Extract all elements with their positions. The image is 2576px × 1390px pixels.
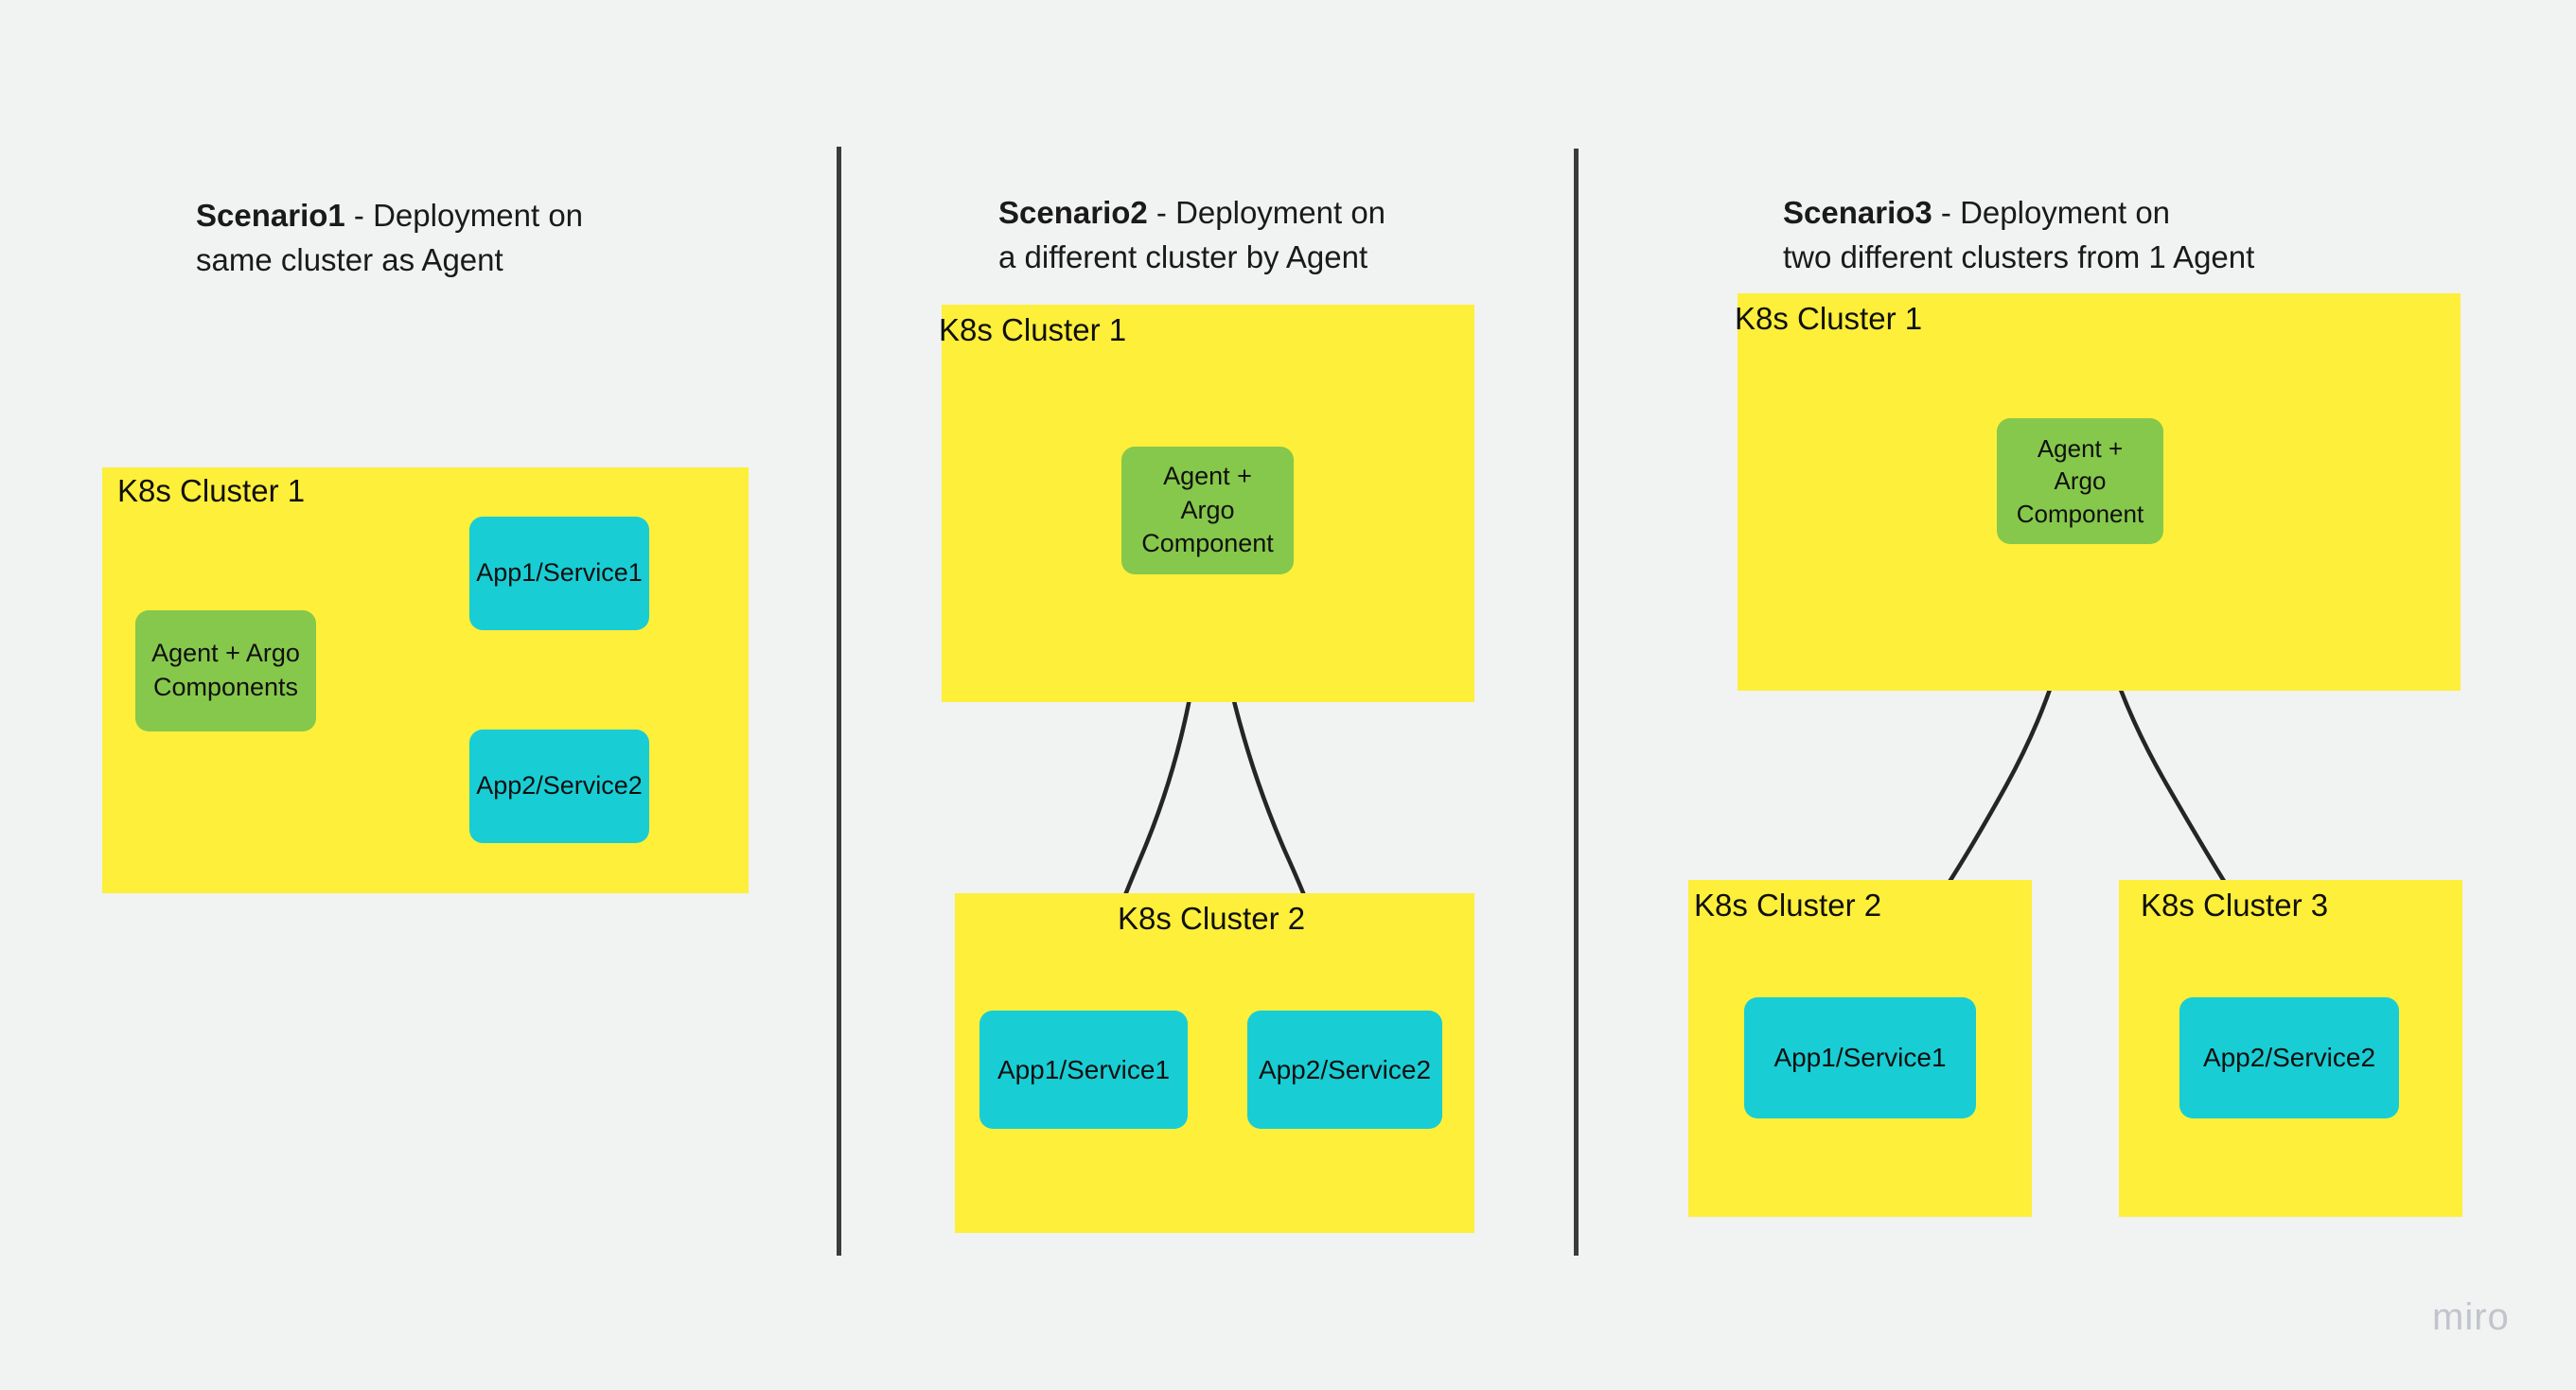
s2-agent-label: Agent + Argo Component bbox=[1141, 461, 1274, 558]
miro-watermark: miro bbox=[2432, 1296, 2510, 1338]
s1-app2-label: App2/Service2 bbox=[476, 771, 643, 801]
s1-app2-node[interactable]: App2/Service2 bbox=[469, 730, 649, 843]
s1-app1-node[interactable]: App1/Service1 bbox=[469, 517, 649, 630]
s3-agent-node[interactable]: Agent + Argo Component bbox=[1997, 418, 2163, 544]
scenario3-title: Scenario3 - Deployment on two different … bbox=[1783, 147, 2389, 280]
divider-scenario2-scenario3 bbox=[1574, 149, 1579, 1256]
s3-app1-label: App1/Service1 bbox=[1773, 1043, 1947, 1073]
scenario3-title-strong: Scenario3 bbox=[1783, 194, 1932, 230]
s2-agent-node[interactable]: Agent + Argo Component bbox=[1121, 447, 1294, 574]
scenario1-title: Scenario1 - Deployment on same cluster a… bbox=[196, 150, 726, 283]
s1-agent-node[interactable]: Agent + Argo Components bbox=[135, 610, 316, 731]
scenario2-title-strong: Scenario2 bbox=[998, 194, 1148, 230]
s3-app2-label: App2/Service2 bbox=[2202, 1043, 2376, 1073]
s3-app2-node[interactable]: App2/Service2 bbox=[2179, 997, 2399, 1118]
s3-app1-node[interactable]: App1/Service1 bbox=[1744, 997, 1976, 1118]
scenario1-title-rest: - Deployment on same cluster as Agent bbox=[196, 197, 584, 277]
s2-cluster2-label: K8s Cluster 2 bbox=[1118, 901, 1306, 936]
scenario1-title-strong: Scenario1 bbox=[196, 197, 345, 233]
s3-cluster3-label: K8s Cluster 3 bbox=[2141, 888, 2329, 923]
s2-app2-label: App2/Service2 bbox=[1258, 1054, 1432, 1084]
scenario2-title: Scenario2 - Deployment on a different cl… bbox=[998, 147, 1528, 280]
divider-scenario1-scenario2 bbox=[837, 147, 841, 1256]
s1-agent-label: Agent + Argo Components bbox=[151, 639, 300, 701]
s2-app2-node[interactable]: App2/Service2 bbox=[1247, 1011, 1442, 1129]
s2-cluster1-label: K8s Cluster 1 bbox=[939, 312, 1127, 347]
s3-cluster1-label: K8s Cluster 1 bbox=[1735, 301, 1923, 336]
s1-cluster1-label: K8s Cluster 1 bbox=[117, 473, 306, 508]
s2-app1-label: App1/Service1 bbox=[997, 1054, 1171, 1084]
s3-agent-label: Agent + Argo Component bbox=[2016, 433, 2144, 528]
scenario2-title-rest: - Deployment on a different cluster by A… bbox=[998, 194, 1386, 274]
scenario3-title-rest: - Deployment on two different clusters f… bbox=[1783, 194, 2255, 274]
s2-app1-node[interactable]: App1/Service1 bbox=[979, 1011, 1188, 1129]
s1-app1-label: App1/Service1 bbox=[476, 558, 643, 588]
s3-cluster2-label: K8s Cluster 2 bbox=[1694, 888, 1882, 923]
